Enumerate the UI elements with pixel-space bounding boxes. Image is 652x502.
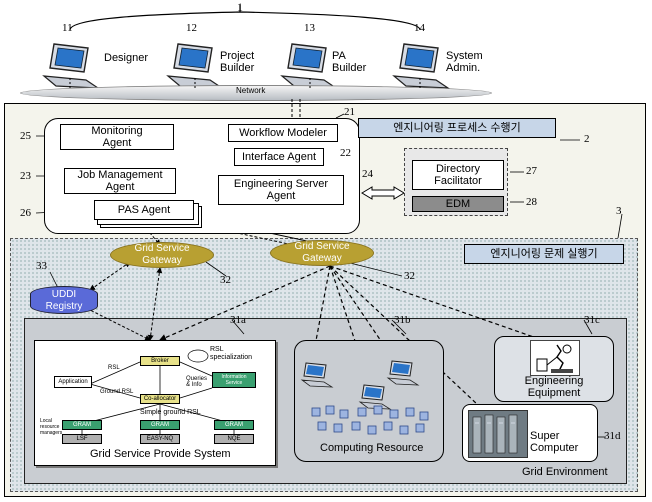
gateway-1-num: 32 bbox=[220, 274, 231, 286]
grid-service-gateway-1: Grid Service Gateway bbox=[110, 242, 214, 268]
workflow-modeler-num: 21 bbox=[344, 106, 355, 118]
network-label: Network bbox=[236, 86, 266, 95]
super-computer-label: Super Computer bbox=[530, 430, 579, 454]
grid-service-gateway-2: Grid Service Gateway bbox=[270, 240, 374, 266]
client-number: 12 bbox=[186, 22, 197, 34]
uddi-registry-cylinder bbox=[30, 286, 98, 314]
client-label: Designer bbox=[104, 52, 149, 64]
process-title: 엔지니어링 프로세스 수행기 bbox=[393, 122, 521, 134]
grid-environment-label: Grid Environment bbox=[522, 466, 608, 478]
easy-nq-box: EASY-NQ bbox=[140, 434, 180, 444]
engineering-equipment-label: Engineering Equipment bbox=[524, 375, 584, 399]
equipment-icon bbox=[530, 340, 580, 376]
pas-agent-num: 26 bbox=[20, 207, 31, 219]
simple-ground-rsl-label: Simple ground RSL bbox=[140, 409, 201, 416]
directory-facilitator-box: Directory Facilitator bbox=[412, 160, 504, 190]
broker-box: Broker bbox=[140, 356, 180, 366]
uddi-registry-label: UDDI Registry bbox=[45, 289, 83, 312]
monitoring-agent-box: Monitoring Agent bbox=[60, 124, 174, 150]
provide-system-num: 31a bbox=[230, 314, 246, 326]
client-number: 13 bbox=[304, 22, 315, 34]
client-label: Project Builder bbox=[220, 50, 255, 74]
process-title-bar: 엔지니어링 프로세스 수행기 bbox=[358, 118, 556, 138]
queries-info-label: Queries & Info bbox=[186, 376, 208, 388]
workflow-modeler-box: Workflow Modeler bbox=[228, 124, 338, 142]
gateway-2-num: 32 bbox=[404, 270, 415, 282]
super-computer-num: 31d bbox=[604, 430, 621, 442]
grid-title: 엔지니어링 문제 실행기 bbox=[490, 248, 598, 260]
rsl-specialization-label: RSL specialization bbox=[210, 346, 253, 361]
grid-ref: 3 bbox=[616, 205, 622, 217]
gram-box-1: GRAM bbox=[62, 420, 102, 430]
computing-resource-label: Computing Resource bbox=[320, 442, 424, 454]
engineering-equipment-num: 31c bbox=[584, 314, 600, 326]
client-label: System Admin. bbox=[446, 50, 483, 74]
pas-agent-box: PAS Agent bbox=[94, 200, 194, 220]
computer-icon bbox=[358, 384, 392, 410]
job-management-agent-num: 23 bbox=[20, 170, 31, 182]
process-ref: 2 bbox=[584, 133, 590, 145]
super-computer-icon bbox=[468, 410, 528, 458]
server-cluster-icon bbox=[308, 404, 434, 438]
provide-system-label: Grid Service Provide System bbox=[90, 448, 231, 460]
application-box: Application bbox=[54, 376, 92, 388]
computing-resource-num: 31b bbox=[394, 314, 411, 326]
client-label: PA Builder bbox=[332, 50, 367, 74]
computing-resource-panel bbox=[294, 340, 444, 462]
nqe-box: NQE bbox=[214, 434, 254, 444]
rsl-label: RSL bbox=[108, 365, 120, 371]
engineering-server-agent-num: 24 bbox=[362, 168, 373, 180]
computer-icon bbox=[386, 360, 420, 386]
client-computer-icon bbox=[40, 42, 102, 90]
interface-agent-num: 22 bbox=[340, 147, 351, 159]
interface-agent-box: Interface Agent bbox=[234, 148, 324, 166]
client-number: 11 bbox=[62, 22, 73, 34]
grid-title-bar: 엔지니어링 문제 실행기 bbox=[464, 244, 624, 264]
edm-box: EDM bbox=[412, 196, 504, 212]
ground-rsl-label: Ground RSL bbox=[100, 389, 134, 395]
edm-num: 28 bbox=[526, 196, 537, 208]
co-allocator-box: Co-allocator bbox=[140, 394, 180, 404]
information-service-box: Information Service bbox=[212, 372, 256, 388]
gram-box-3: GRAM bbox=[214, 420, 254, 430]
engineering-server-agent-box: Engineering Server Agent bbox=[218, 175, 344, 205]
directory-facilitator-num: 27 bbox=[526, 165, 537, 177]
client-computer-icon bbox=[390, 42, 452, 90]
monitoring-agent-num: 25 bbox=[20, 130, 31, 142]
job-management-agent-box: Job Management Agent bbox=[64, 168, 176, 194]
gram-box-2: GRAM bbox=[140, 420, 180, 430]
network-bus bbox=[20, 85, 492, 101]
registry-num: 33 bbox=[36, 260, 47, 272]
lsf-box: LSF bbox=[62, 434, 102, 444]
local-resource-managers-label: Local resource managers bbox=[40, 418, 63, 436]
computer-icon bbox=[300, 362, 334, 388]
